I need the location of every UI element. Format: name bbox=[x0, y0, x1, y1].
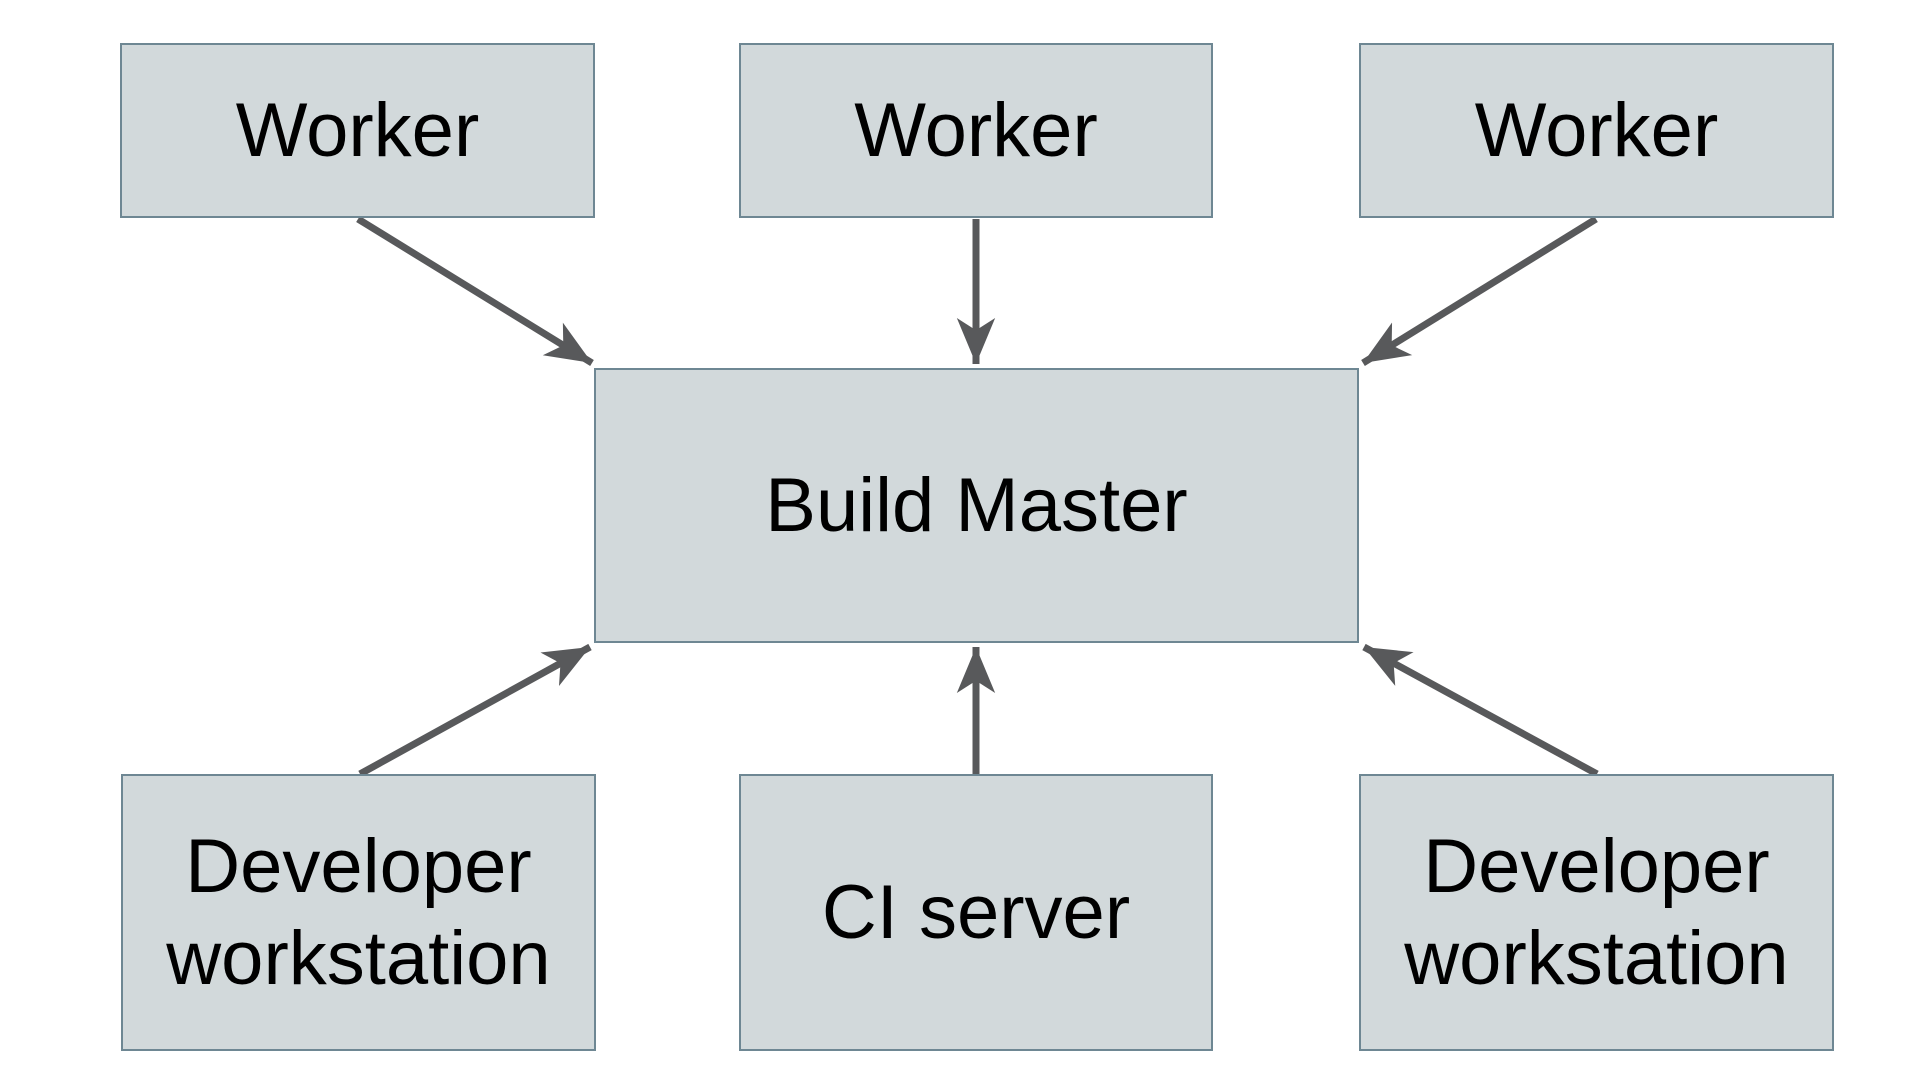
node-worker-3-label: Worker bbox=[1474, 87, 1719, 173]
node-worker-3: Worker bbox=[1359, 43, 1834, 218]
arrow-worker3-to-build-master bbox=[1361, 216, 1598, 366]
node-worker-2-label: Worker bbox=[854, 87, 1098, 173]
node-worker-1: Worker bbox=[120, 43, 595, 218]
arrow-devleft-to-build-master bbox=[358, 643, 592, 778]
arrow-worker1-to-build-master bbox=[356, 216, 594, 366]
node-ci-server-label: CI server bbox=[821, 869, 1131, 955]
node-developer-workstation-right: Developer workstation bbox=[1359, 774, 1834, 1051]
node-ci-server: CI server bbox=[739, 774, 1213, 1051]
node-developer-workstation-left-label: Developer workstation bbox=[166, 824, 551, 1001]
node-worker-1-label: Worker bbox=[235, 87, 480, 173]
node-build-master-label: Build Master bbox=[765, 462, 1188, 548]
node-build-master: Build Master bbox=[594, 368, 1359, 643]
node-worker-2: Worker bbox=[739, 43, 1213, 218]
node-developer-workstation-right-label: Developer workstation bbox=[1404, 824, 1789, 1001]
arrow-devright-to-build-master bbox=[1362, 643, 1599, 778]
node-developer-workstation-left: Developer workstation bbox=[121, 774, 596, 1051]
